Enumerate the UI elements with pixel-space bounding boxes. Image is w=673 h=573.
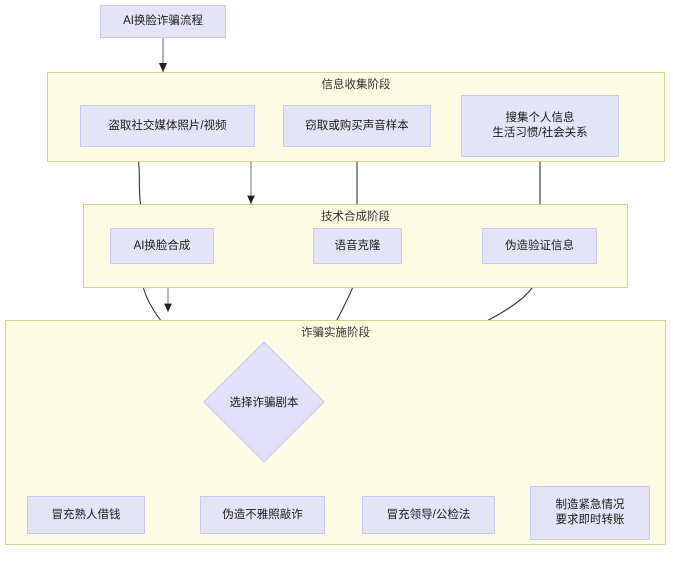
node-impersonate-acquaintance[interactable]: 冒充熟人借钱 xyxy=(27,496,145,534)
stage-tech-synthesis-label: 技术合成阶段 xyxy=(321,211,390,223)
node-ai-faceswap[interactable]: AI换脸合成 xyxy=(110,228,214,264)
node-forge-verification[interactable]: 伪造验证信息 xyxy=(482,228,597,264)
node-steal-social-media[interactable]: 盗取社交媒体照片/视频 xyxy=(80,105,255,147)
node-choose-script[interactable]: 选择诈骗剧本 xyxy=(203,341,325,463)
node-impersonate-official[interactable]: 冒充领导/公检法 xyxy=(362,496,495,534)
node-title[interactable]: AI换脸诈骗流程 xyxy=(100,5,226,38)
node-create-emergency[interactable]: 制造紧急情况 要求即时转账 xyxy=(530,486,650,540)
node-collect-personal-info[interactable]: 搜集个人信息 生活习惯/社会关系 xyxy=(461,95,619,157)
stage-info-collection-label: 信息收集阶段 xyxy=(321,79,391,91)
decision-diamond-label: 选择诈骗剧本 xyxy=(229,397,299,409)
node-steal-voice-sample[interactable]: 窃取或购买声音样本 xyxy=(283,105,431,147)
node-voice-clone[interactable]: 语音克隆 xyxy=(313,228,402,264)
stage-fraud-execution-label: 诈骗实施阶段 xyxy=(301,327,370,339)
node-fake-nude-blackmail[interactable]: 伪造不雅照敲诈 xyxy=(200,496,325,534)
